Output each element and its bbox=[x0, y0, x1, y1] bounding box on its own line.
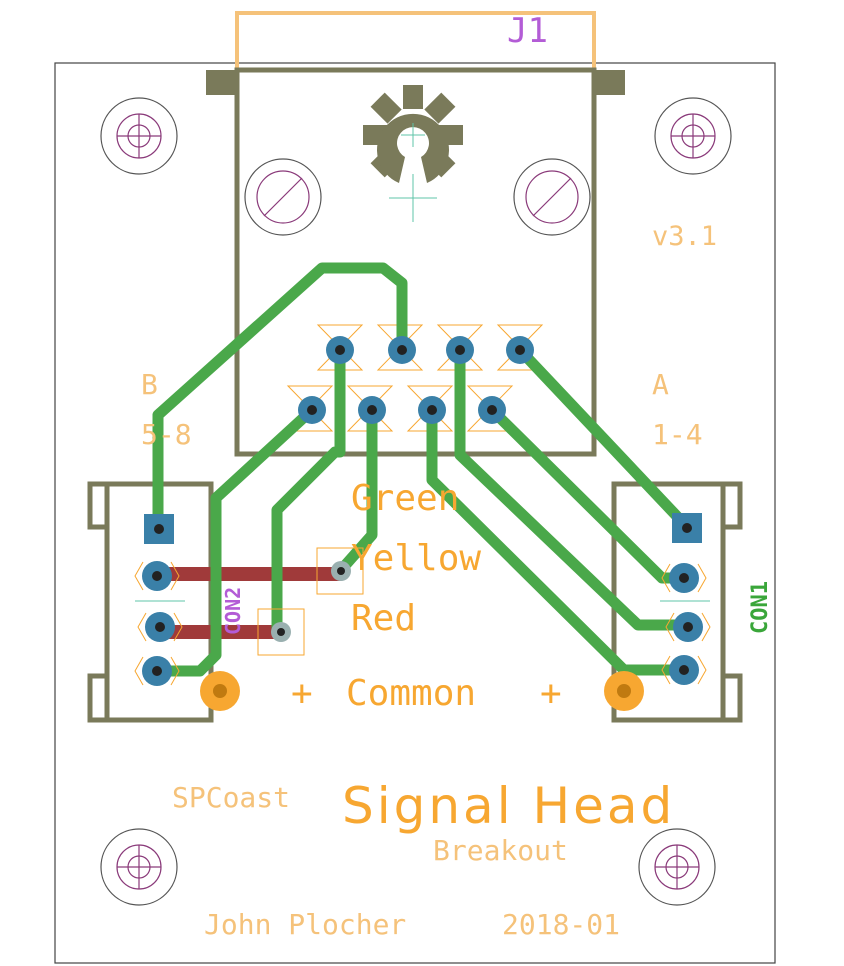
con1-housing bbox=[611, 481, 743, 723]
j1-latch-hole-left bbox=[244, 158, 322, 236]
con1-ref-label: CON1 bbox=[748, 581, 773, 634]
via-keepouts bbox=[257, 547, 364, 656]
j1-connector-body bbox=[206, 67, 625, 457]
mounting-hole-top-left bbox=[100, 97, 178, 175]
board-outline bbox=[54, 62, 776, 964]
gear-logo-icon bbox=[363, 85, 463, 183]
side-a-range: 1-4 bbox=[652, 418, 703, 451]
con1-pads bbox=[660, 513, 711, 685]
date-label: 2018-01 bbox=[502, 908, 620, 941]
j1-ref-label: J1 bbox=[507, 11, 548, 51]
con2-ref-label: CON2 bbox=[221, 587, 245, 635]
board-subtitle: Breakout bbox=[433, 834, 568, 867]
board-title: Signal Head bbox=[342, 777, 675, 835]
side-b-range: 5-8 bbox=[141, 418, 192, 451]
label-yellow: Yellow bbox=[351, 538, 481, 579]
common-pad-right bbox=[604, 671, 644, 711]
brand-label: SPCoast bbox=[172, 781, 290, 814]
common-pad-left bbox=[200, 671, 240, 711]
version-label: v3.1 bbox=[652, 221, 717, 252]
bottom-copper-traces bbox=[148, 567, 347, 639]
label-red: Red bbox=[351, 598, 416, 639]
j1-origin-mark bbox=[389, 174, 437, 222]
con2-pads bbox=[134, 514, 185, 686]
side-b-letter: B bbox=[141, 368, 158, 401]
vias bbox=[271, 561, 351, 642]
j1-latch-hole-right bbox=[513, 158, 591, 236]
side-a-letter: A bbox=[652, 368, 669, 401]
label-plus-left: + bbox=[291, 673, 313, 714]
mounting-hole-bottom-left bbox=[100, 828, 178, 906]
label-plus-right: + bbox=[540, 673, 562, 714]
mounting-hole-bottom-right bbox=[638, 828, 716, 906]
j1-pads bbox=[298, 336, 534, 424]
author-label: John Plocher bbox=[204, 908, 406, 941]
mounting-hole-top-right bbox=[654, 97, 732, 175]
label-green: Green bbox=[351, 478, 459, 519]
label-common: Common bbox=[346, 673, 476, 714]
